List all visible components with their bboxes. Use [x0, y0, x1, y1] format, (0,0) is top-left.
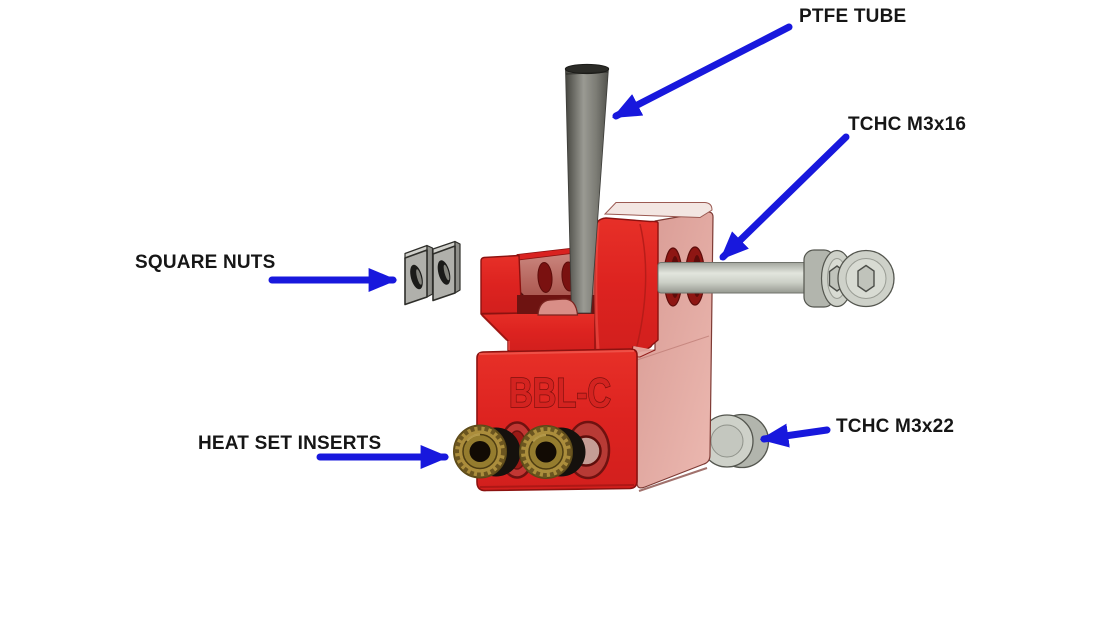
arrow-tchc-m3x16 — [719, 133, 850, 261]
part-engraving-text: BBL-C — [509, 369, 611, 416]
hex-socket — [857, 264, 875, 293]
arrow-tchc-m3x22 — [759, 423, 831, 448]
clamp-slot-hole — [537, 262, 553, 293]
square-nut-back — [432, 240, 461, 302]
clamp-front-lip — [537, 298, 579, 316]
screw-head-front — [837, 249, 895, 308]
tchc-m3x22-screw-graphic — [700, 413, 770, 469]
arrow-ptfe-tube — [612, 23, 793, 120]
label-tchc-m3x16: TCHC M3x16 — [848, 114, 967, 135]
label-square-nuts: SQUARE NUTS — [135, 252, 276, 273]
label-tchc-m3x22: TCHC M3x22 — [836, 416, 955, 437]
label-ptfe-tube: PTFE TUBE — [799, 6, 907, 27]
tchc-m3x16-screw-graphic — [657, 249, 895, 308]
heat-set-insert — [519, 425, 573, 479]
square-nut-front — [404, 244, 434, 306]
heat-set-inserts-graphic — [453, 424, 586, 479]
body-top-face — [603, 202, 713, 219]
ptfe-tube-graphic — [564, 63, 610, 314]
label-heat-set-inserts: HEAT SET INSERTS — [198, 433, 382, 454]
tower-front-face — [594, 217, 659, 352]
heat-set-insert — [453, 424, 507, 479]
square-nuts-graphic — [404, 240, 461, 306]
annotation-arrows — [268, 23, 850, 470]
clamp-front-arm — [480, 254, 523, 315]
